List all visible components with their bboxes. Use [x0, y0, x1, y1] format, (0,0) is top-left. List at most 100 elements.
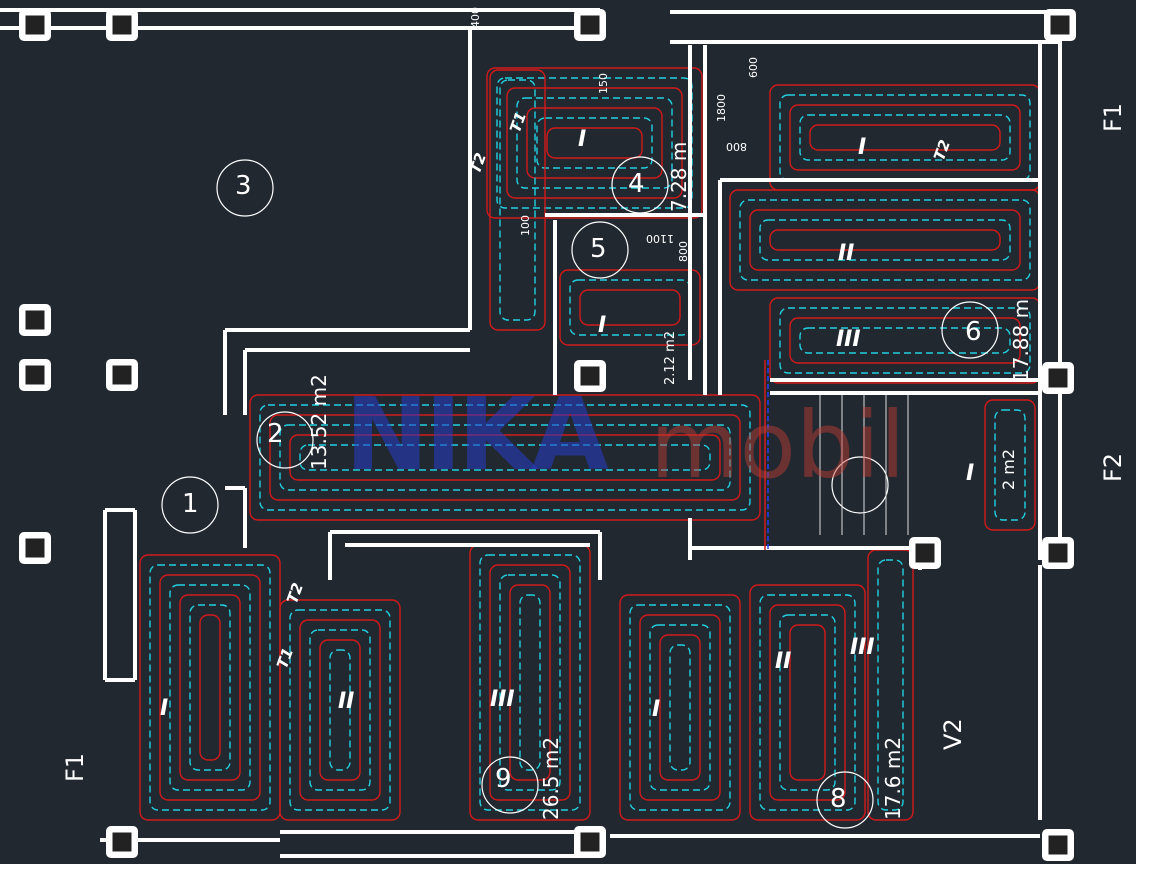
axis-f2: F2 — [1099, 452, 1127, 482]
column-hatch — [112, 15, 132, 35]
circuit-iii-room6: III — [836, 327, 861, 352]
room-marker-circle — [161, 476, 219, 534]
circuit-i-room7: I — [966, 461, 975, 486]
heating-loop-6 — [289, 434, 721, 481]
room-2-number: 2 — [267, 419, 284, 449]
heating-loop-7 — [149, 564, 271, 811]
column-hatch — [580, 832, 600, 852]
heating-loop-7 — [169, 584, 251, 791]
room-5-area: 2.12 m2 — [663, 330, 678, 385]
heating-loop-10 — [649, 624, 711, 791]
axis-v2: V2 — [939, 718, 967, 750]
circuit-iii-room8: III — [850, 635, 875, 660]
heating-loop-7 — [159, 574, 261, 801]
room-7-area: 2 m2 — [999, 448, 1018, 490]
heating-loop-0 — [536, 117, 653, 169]
heating-loop-10 — [639, 614, 721, 801]
heating-loop-11 — [789, 624, 826, 781]
watermark-nika: NIKA — [345, 376, 609, 493]
heating-loop-3 — [739, 199, 1031, 281]
heating-loop-13 — [994, 409, 1026, 521]
heating-loop-12 — [877, 559, 904, 811]
heating-loop-8 — [319, 639, 361, 781]
room-marker-circle — [941, 301, 999, 359]
room-5-number: 5 — [590, 234, 607, 264]
walls-layer — [0, 8, 1076, 861]
heating-loop-10 — [619, 594, 741, 821]
heating-loop-10 — [629, 604, 731, 811]
dim-600: 600 — [747, 57, 760, 78]
room-marker-circle — [481, 756, 539, 814]
column-hatch — [1048, 543, 1068, 563]
dim-150: 150 — [597, 73, 610, 94]
column-hatch — [915, 543, 935, 563]
heating-loop-6 — [249, 394, 761, 521]
heating-loop-8 — [309, 629, 371, 791]
heating-loop-11 — [759, 594, 856, 811]
heating-loop-2 — [789, 104, 1021, 171]
heating-loop-9 — [499, 574, 561, 791]
room-4-area: 7.28 m — [667, 141, 691, 212]
heating-loop-7 — [199, 614, 221, 761]
heating-loop-10 — [669, 644, 691, 771]
column-hatch — [1048, 835, 1068, 855]
column-hatch — [1048, 368, 1068, 388]
heating-loop-7 — [179, 594, 241, 781]
heating-loop-6 — [299, 444, 711, 471]
heating-loop-4 — [789, 317, 1021, 364]
room-marker-circle — [831, 456, 889, 514]
column-hatch — [25, 310, 45, 330]
circuit-i-room6: I — [858, 135, 867, 160]
room-marker-circle — [816, 771, 874, 829]
heating-loop-1 — [499, 79, 536, 321]
heating-loop-3 — [749, 209, 1021, 271]
room-4-number: 4 — [628, 169, 645, 199]
circuit-ii-room8: II — [775, 649, 792, 674]
room-3-number: 3 — [235, 171, 252, 201]
dim-1100: 1100 — [646, 232, 674, 246]
column-hatch — [112, 365, 132, 385]
dim-1800: 1800 — [715, 94, 728, 122]
heating-loop-5 — [579, 289, 681, 326]
heating-loop-3 — [759, 219, 1011, 261]
column-hatch — [1050, 15, 1070, 35]
heating-loop-6 — [269, 414, 741, 501]
heating-loop-4 — [799, 327, 1011, 354]
room-2-area: 13.52 m2 — [307, 374, 331, 470]
room-6-number: 6 — [965, 317, 982, 347]
heating-loop-3 — [769, 229, 1001, 251]
heating-loop-11 — [769, 604, 846, 801]
dim-100: 100 — [519, 215, 532, 236]
heating-loop-13 — [984, 399, 1036, 531]
watermark-mobil: mobil — [650, 392, 906, 499]
room-6-area: 17.88 m — [1009, 298, 1033, 382]
heating-loop-6 — [259, 404, 751, 511]
room-9-area: 26.5 m2 — [539, 736, 563, 820]
heating-loop-2 — [799, 114, 1011, 161]
circuit-ii-room9: II — [338, 689, 355, 714]
heating-loop-9 — [479, 554, 581, 811]
heating-loop-0 — [516, 97, 673, 189]
room-marker-circle — [571, 221, 629, 279]
heating-loop-8 — [289, 609, 391, 811]
circuit-iii-room9: III — [490, 687, 515, 712]
heating-loop-11 — [749, 584, 866, 821]
circuit-i-room5: I — [598, 313, 607, 338]
heating-loop-0 — [546, 127, 643, 159]
heating-loop-5 — [559, 269, 701, 346]
column-hatch — [25, 15, 45, 35]
room-8-number: 8 — [830, 784, 847, 814]
circuit-i-room8: I — [652, 697, 661, 722]
column-hatch — [112, 832, 132, 852]
heating-loop-1 — [489, 69, 546, 331]
room-marker-circle — [611, 156, 669, 214]
room-8-area: 17.6 m2 — [881, 736, 905, 820]
circuit-i-room1: I — [160, 696, 169, 721]
circuit-i-room4: I — [578, 127, 587, 152]
room-9-number: 9 — [495, 764, 512, 794]
column-hatch — [25, 365, 45, 385]
column-hatch — [25, 538, 45, 558]
heating-loop-9 — [519, 594, 541, 771]
heating-loop-9 — [489, 564, 571, 801]
